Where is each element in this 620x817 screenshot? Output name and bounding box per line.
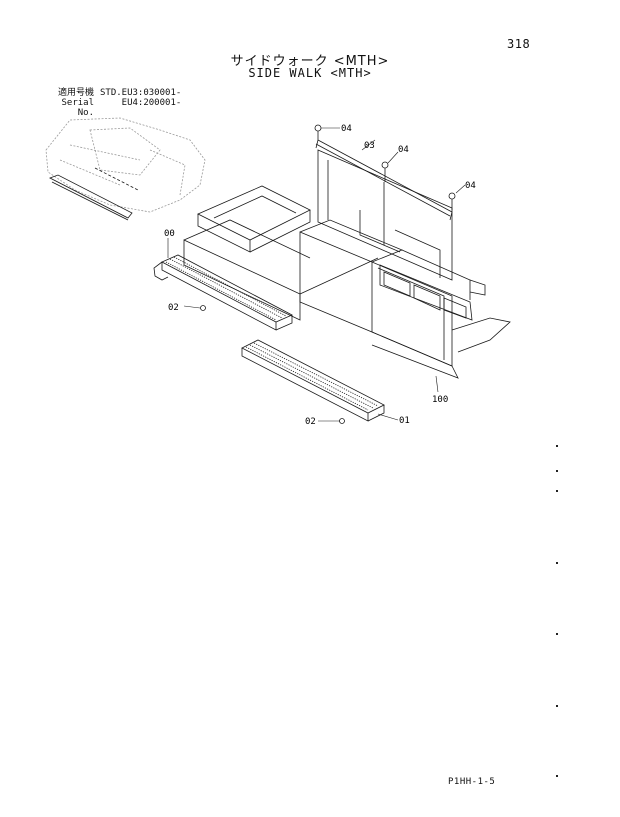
bolt-fasteners — [200, 124, 456, 424]
serial-row: Serial No. EU4:200001- — [42, 98, 181, 118]
edge-mark — [556, 562, 558, 564]
callout-leaders — [167, 127, 466, 422]
callout-100: 100 — [432, 395, 448, 405]
callout-01: 01 — [399, 416, 410, 426]
callout-00: 00 — [164, 229, 175, 239]
step-upper-00 — [153, 254, 293, 331]
footer-code: P1HH-1-5 — [448, 777, 496, 787]
callout-02: 02 — [168, 303, 179, 313]
reference-machine-outline — [45, 117, 206, 213]
callout-04: 04 — [398, 145, 409, 155]
page-number: 318 — [507, 37, 531, 51]
serial-value: STD.EU3:030001- — [100, 88, 182, 98]
side-cover-panel — [299, 219, 511, 379]
step-lower-01 — [241, 339, 385, 422]
edge-mark — [556, 445, 558, 447]
serial-applicability: 適用号機 STD.EU3:030001- Serial No. EU4:2000… — [42, 88, 181, 118]
serial-row: 適用号機 STD.EU3:030001- — [42, 88, 181, 98]
serial-label: 適用号機 — [57, 88, 94, 98]
edge-mark — [556, 633, 558, 635]
serial-value: EU4:200001- — [100, 98, 182, 108]
callout-03: 03 — [364, 141, 375, 151]
page-title-english: SIDE WALK <MTH> — [248, 66, 372, 80]
edge-mark — [556, 470, 558, 472]
deck-frame — [183, 185, 379, 321]
reference-step-highlight — [49, 167, 139, 221]
edge-mark — [556, 705, 558, 707]
callout-04: 04 — [465, 181, 476, 191]
grille-panel — [379, 264, 486, 321]
serial-label: Serial No. — [61, 98, 94, 118]
mounting-plate — [317, 149, 453, 281]
page-title-japanese: サイドウォーク <MTH> — [230, 54, 390, 69]
edge-mark — [556, 490, 558, 492]
callout-02: 02 — [305, 417, 316, 427]
callout-04: 04 — [341, 124, 352, 134]
edge-mark — [556, 775, 558, 777]
